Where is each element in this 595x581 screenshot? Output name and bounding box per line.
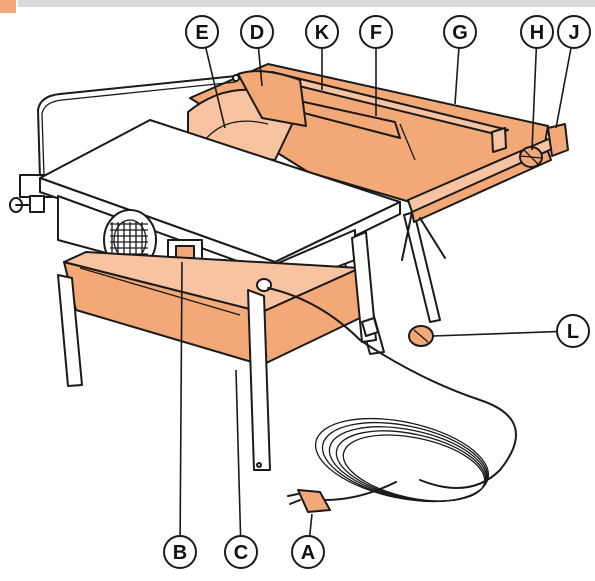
callout-letter: C [234,542,248,564]
callout-letter: E [195,22,208,44]
callout-circle [185,15,219,49]
callout-circle [305,15,339,49]
extension-supports [401,211,446,261]
callout-labels: E D K F G H J L B C A [163,15,591,569]
callout-letter: K [315,22,330,44]
corner-marker [0,0,16,13]
cord-loop [321,422,489,502]
leader-line-h [531,47,538,151]
callout-j: J [557,15,591,49]
callout-l: L [556,314,590,348]
callout-letter: F [370,22,382,44]
height-adjust-knob [361,317,434,347]
callout-leaders [179,47,572,537]
leader-line-g [454,47,460,105]
callout-letter: D [250,22,264,44]
callout-f: F [359,15,393,49]
leader-line-c [235,369,242,537]
callout-h: H [520,15,554,49]
callout-circle [443,15,477,49]
callout-letter: G [452,22,468,44]
callout-letter: L [567,321,579,343]
callout-g: G [443,15,477,49]
leader-line-e [204,47,226,129]
cord-coil [314,417,490,503]
callout-circle [163,535,197,569]
cord-loop [342,434,486,502]
callout-circle [557,15,591,49]
callout-circle [291,535,325,569]
power-cord [256,278,517,513]
leader-line-b [179,261,183,537]
callout-circle [556,314,590,348]
fence-lock-knob [519,123,569,168]
callout-circle [520,15,554,49]
callout-letter: B [173,542,187,564]
dust-tray [63,251,361,366]
callout-c: C [224,535,258,569]
cord-loop [328,426,488,502]
callout-a: A [291,535,325,569]
callout-circle [240,15,274,49]
callout-e: E [185,15,219,49]
callout-d: D [240,15,274,49]
guard-support-arm [37,74,240,179]
top-bar [18,0,595,7]
leader-line-d [257,47,263,87]
callout-k: K [305,15,339,49]
callout-b: B [163,535,197,569]
leader-line-a [308,513,313,537]
cord-loop [335,430,487,502]
callout-letter: J [568,22,579,44]
leader-line-l [432,330,558,337]
motor-vent-grille [110,222,148,258]
callout-letter: A [301,542,315,564]
callout-letter: H [530,22,544,44]
callout-circle [359,15,393,49]
front-legs [57,231,377,471]
leader-line-j [555,47,572,129]
callout-circle [224,535,258,569]
cord-loop [314,417,490,503]
